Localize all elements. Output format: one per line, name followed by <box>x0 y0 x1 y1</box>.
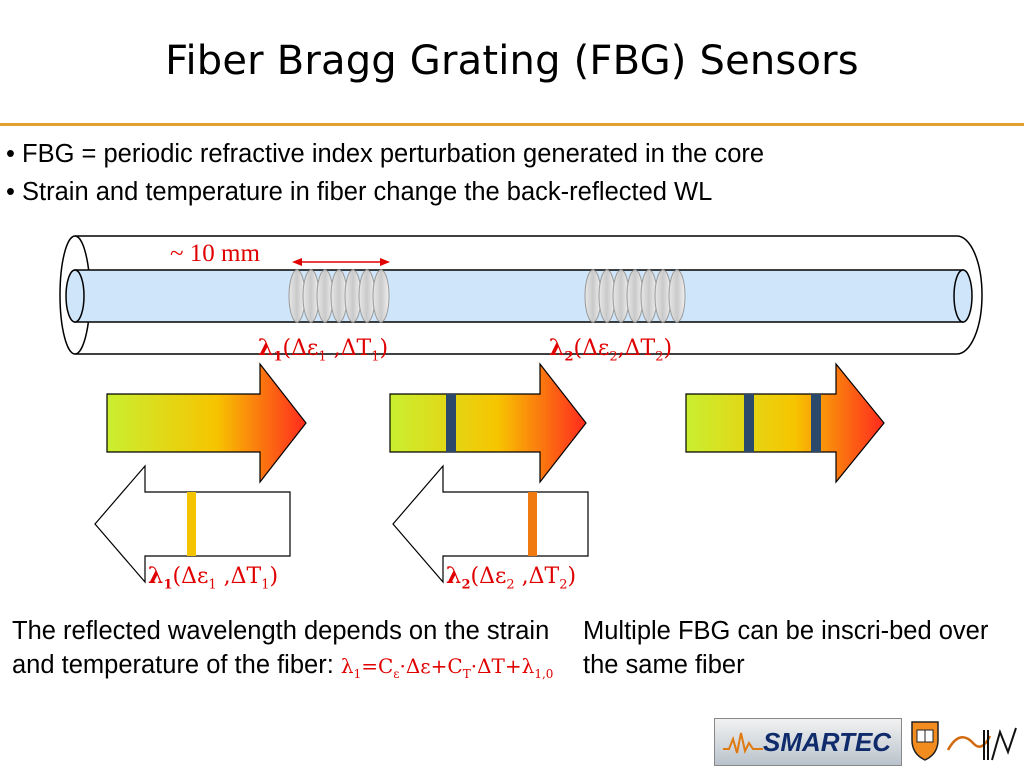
reflected-wavelength-text: The reflected wavelength depends on the … <box>12 617 554 681</box>
input-spectrum-arrow <box>106 362 307 484</box>
smartec-wordmark: SMARTEC <box>763 727 892 757</box>
bullet-strain-temperature: • Strain and temperature in fiber change… <box>6 178 713 206</box>
reflected-arrow-2 <box>392 464 589 584</box>
lambda2-grating-label: λ2(Δε2,ΔT2) <box>549 335 673 365</box>
multiple-fbg-text: Multiple FBG can be inscri-bed over the … <box>583 617 989 679</box>
reflected-arrow-1 <box>94 464 291 584</box>
smartec-wave-icon <box>723 732 763 754</box>
lab-logo-icon <box>946 727 1017 761</box>
lambda1-reflected-label: λ1(Δε1 ,ΔT1) <box>148 563 279 593</box>
grating-length-label: ~ 10 mm <box>170 240 260 267</box>
fiber-core <box>65 269 973 323</box>
slide-title: Fiber Bragg Grating (FBG) Sensors <box>165 38 859 84</box>
grating-1 <box>288 269 390 323</box>
transmitted-spectrum-arrow-2 <box>685 362 885 484</box>
bullet-fbg-definition: • FBG = periodic refractive index pertur… <box>6 140 765 168</box>
smartec-logo: SMARTEC <box>714 718 902 766</box>
lambda2-reflected-label: λ2(Δε2 ,ΔT2) <box>446 563 577 593</box>
wavelength-formula: λ1=Cε·Δε+CT·ΔT+λ1,0 <box>340 654 554 681</box>
title-divider <box>0 123 1024 126</box>
grating-length-arrow <box>292 258 390 266</box>
lambda1-grating-label: λ1(Δε1 ,ΔT1) <box>258 335 389 365</box>
transmitted-spectrum-arrow-1 <box>389 362 587 484</box>
princeton-shield-icon <box>911 721 939 761</box>
grating-2 <box>584 269 686 323</box>
